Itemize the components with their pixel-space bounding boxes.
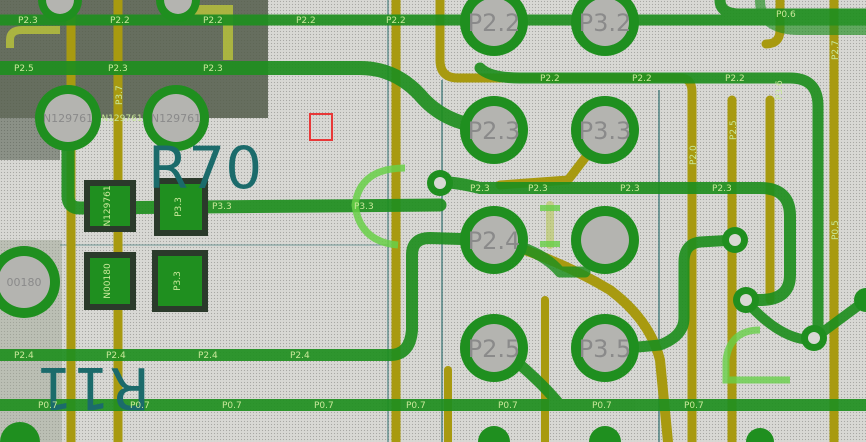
net-label: P0.7 [222, 401, 242, 411]
net-label-p0-6: P0.6 [776, 10, 796, 20]
pad-p3-2[interactable]: P3.2 [571, 0, 639, 56]
net-label: P0.7 [406, 401, 426, 411]
silk-outline-a [6, 26, 60, 48]
via-right-a[interactable] [722, 227, 748, 253]
net-label: P2.2 [203, 16, 223, 26]
pad-label-mini: N129761 [101, 114, 142, 124]
pad-label: P3.3 [579, 117, 632, 145]
net-label: P2.2 [540, 74, 560, 84]
via-center[interactable] [427, 170, 453, 196]
net-labels-p2-4: P2.4 P2.4 P2.4 P2.4 [14, 351, 310, 361]
smd-label: P3.3 [174, 197, 184, 217]
pad-n00180[interactable]: 00180 [0, 246, 60, 318]
net-label: P2.2 [632, 74, 652, 84]
silk-outline-b [190, 5, 233, 60]
net-label: P2.2 [386, 16, 406, 26]
pad-top-left-a[interactable] [38, 0, 82, 22]
pad-label: P2.5 [468, 335, 521, 363]
pad-label: N129761 [43, 112, 93, 125]
smd-label: P3.3 [173, 271, 183, 291]
net-label: P3.3 [354, 202, 374, 212]
pad-label: 00180 [7, 276, 42, 289]
net-label: P2.7 [831, 40, 841, 60]
smd-label: N129761 [103, 185, 113, 226]
net-label: P2.5 [14, 64, 34, 74]
silk-arc-right [722, 326, 790, 384]
net-label: P2.2 [725, 74, 745, 84]
pad-bottom-mid-b[interactable] [589, 426, 621, 442]
net-label: P0.7 [684, 401, 704, 411]
pad-p3-3[interactable]: P3.3 [571, 96, 639, 164]
smd-pad-3[interactable]: N00180 [84, 252, 136, 310]
designator-r70: R70 [148, 134, 262, 202]
net-label: P2.3 [712, 184, 732, 194]
pad-bottom-left[interactable] [0, 422, 40, 442]
net-label: P2.0 [689, 145, 699, 165]
pad-n129761-a[interactable]: N129761 [35, 85, 101, 151]
net-labels-p0-7: P0.7 P0.7 P0.7 P0.7 P0.7 P0.7 P0.7 P0.7 [38, 401, 704, 411]
net-label: P0.7 [314, 401, 334, 411]
smd-pad-1[interactable]: N129761 [84, 180, 136, 232]
net-label: P2.3 [528, 184, 548, 194]
via-right-c[interactable] [801, 325, 827, 351]
net-label: P2.3 [470, 184, 490, 194]
pad-bottom-right[interactable] [746, 428, 774, 442]
via-right-edge[interactable] [854, 288, 866, 312]
pad-bottom-mid-a[interactable] [478, 426, 510, 442]
net-label: P2.4 [198, 351, 218, 361]
smd-pad-2[interactable]: P3.3 [154, 178, 208, 236]
pad-label: P3.5 [579, 335, 632, 363]
net-label: P3.6 [775, 80, 785, 100]
pad-p2-2[interactable]: P2.2 [460, 0, 528, 56]
pad-p3-5[interactable]: P3.5 [571, 314, 639, 382]
net-label: P2.2 [110, 16, 130, 26]
net-label: P0.7 [498, 401, 518, 411]
designator-r11: R11 [36, 354, 150, 422]
pad-p2-4[interactable]: P2.4 [460, 206, 528, 274]
net-label: P3.3 [212, 202, 232, 212]
net-label: P0.7 [130, 401, 150, 411]
via-right-b[interactable] [733, 287, 759, 313]
pad-n129761-b[interactable]: N129761 [143, 85, 209, 151]
net-labels-top: P2.3 P2.2 P2.2 P2.2 P2.2 [18, 16, 406, 26]
smd-pad-4[interactable]: P3.3 [152, 250, 208, 312]
pad-label: P3.2 [579, 9, 632, 37]
net-label: P2.3 [108, 64, 128, 74]
cursor-marker[interactable] [309, 113, 333, 141]
silk-arc-left [351, 164, 406, 249]
net-label: P2.3 [203, 64, 223, 74]
net-label: P3.7 [115, 85, 125, 105]
net-label: P0.5 [831, 220, 841, 240]
net-label: P2.4 [290, 351, 310, 361]
net-label: P2.2 [296, 16, 316, 26]
net-labels-row2: P2.5 P2.3 P2.3 P2.2 P2.2 P2.2 [14, 64, 745, 84]
pad-label: P2.2 [468, 9, 521, 37]
pad-p3-4[interactable] [571, 206, 639, 274]
net-label: P2.4 [106, 351, 126, 361]
smd-label: N00180 [103, 263, 113, 299]
net-label: P0.7 [592, 401, 612, 411]
pad-p2-5[interactable]: P2.5 [460, 314, 528, 382]
net-label: P2.3 [18, 16, 38, 26]
pad-label: P2.3 [468, 117, 521, 145]
net-label: P0.7 [38, 401, 58, 411]
net-label: P2.5 [729, 120, 739, 140]
pad-top-left-b[interactable] [156, 0, 200, 22]
net-label: P2.4 [14, 351, 34, 361]
pad-p2-3[interactable]: P2.3 [460, 96, 528, 164]
net-labels-p2-3-right: P2.3 P2.3 P2.3 P2.3 [470, 184, 732, 194]
net-labels-p3-3: P3.3 P3.3 [212, 202, 374, 212]
pad-label: P2.4 [468, 227, 521, 255]
net-label: P2.3 [620, 184, 640, 194]
pad-label: N129761 [151, 112, 201, 125]
net-labels-vertical: P3.7 P3.6 P2.0 P2.5 P2.7 P0.5 [115, 40, 841, 240]
